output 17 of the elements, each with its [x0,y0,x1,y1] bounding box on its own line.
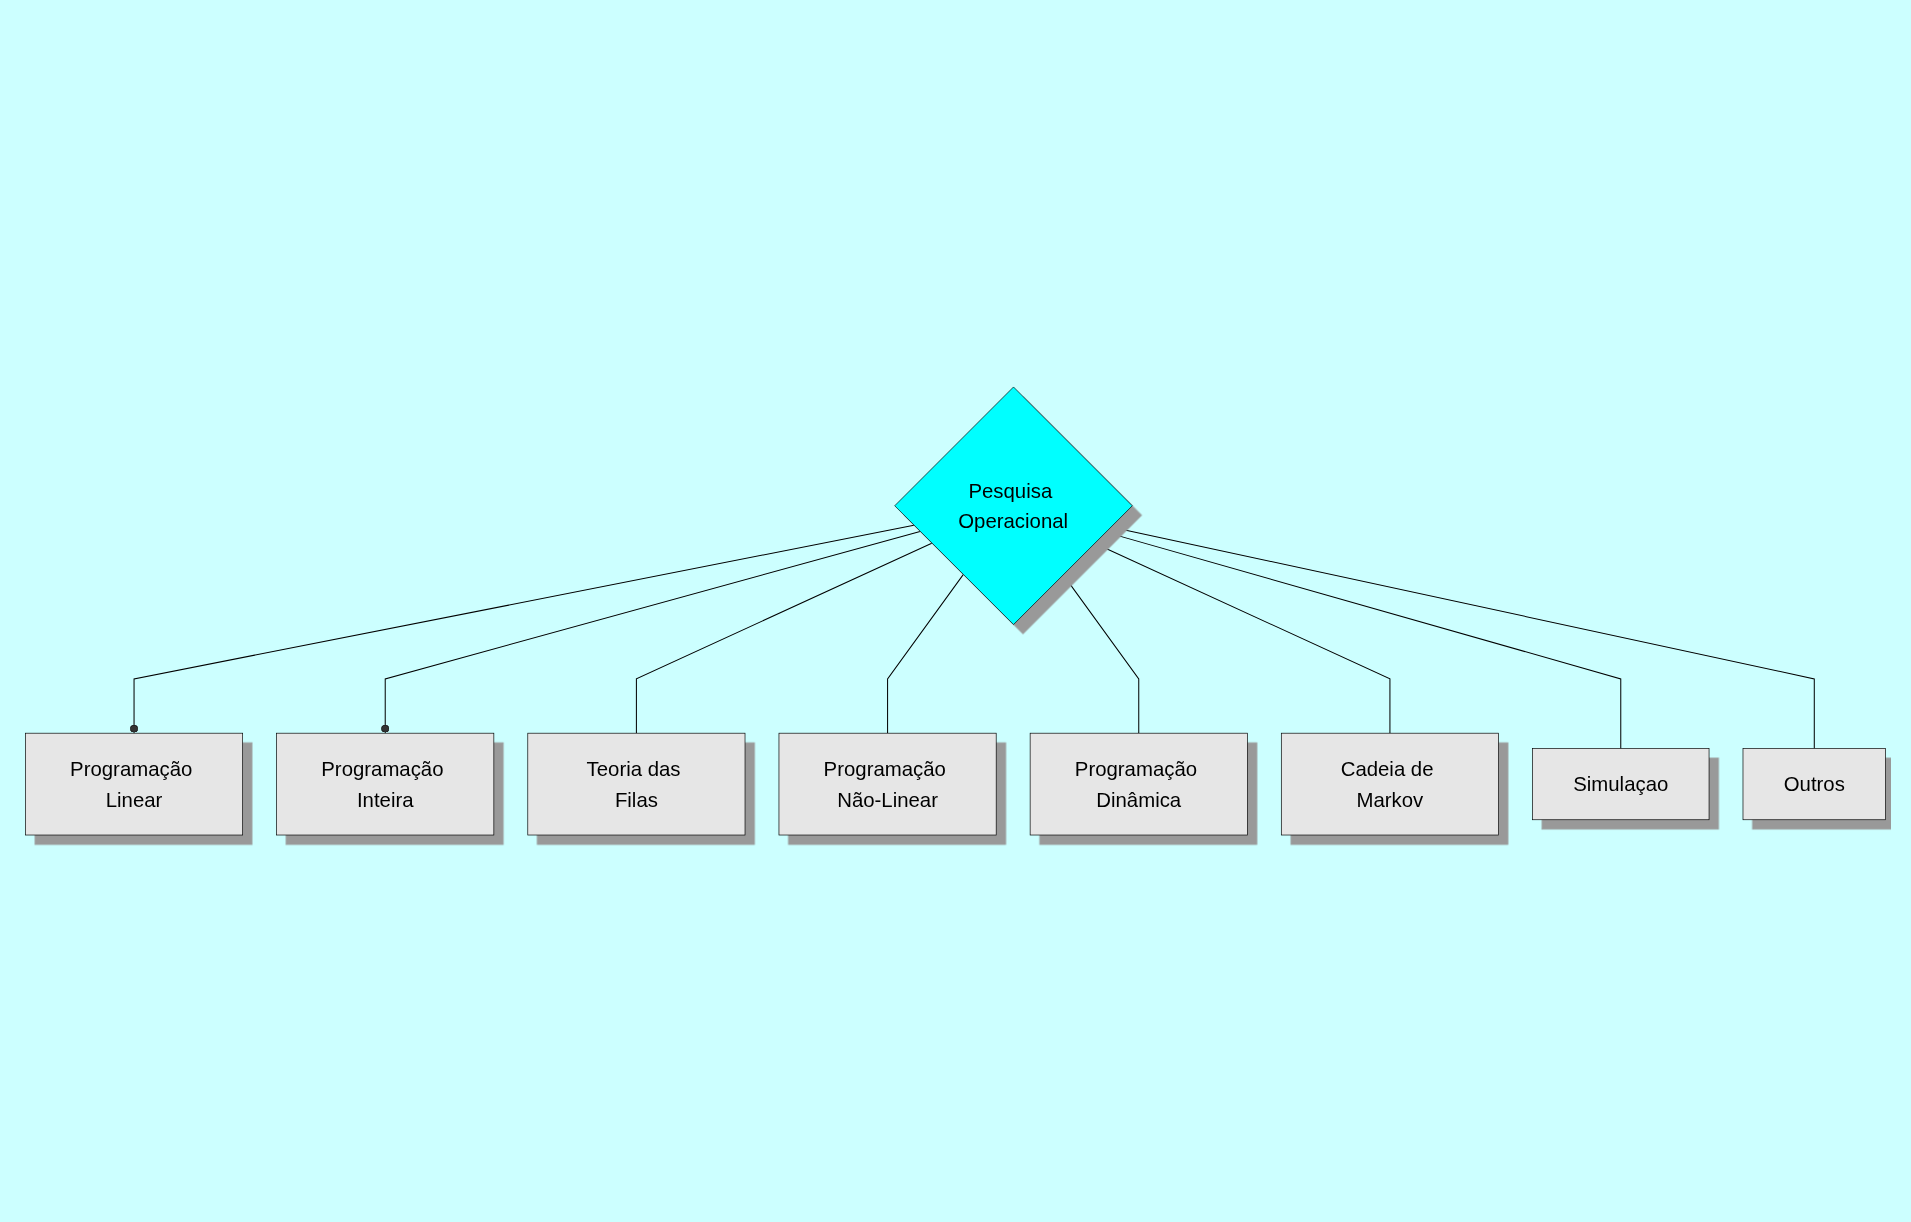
node-diamond: Pesquisa Operacional [894,386,1133,625]
node-box: Programação Não-Linear [778,732,997,836]
node-box: Simulaçao [1532,748,1710,821]
connector [129,524,915,734]
node-box: Outros [1742,748,1886,821]
connector [1110,526,1815,749]
node-box: Cadeia de Markov [1280,732,1499,836]
connector [1105,531,1622,749]
node-box: Programação Dinâmica [1029,732,1248,836]
connector [1094,542,1391,734]
connector [635,542,933,734]
node-box: Teoria das Filas [527,732,746,836]
node-box: Programação Inteira [276,732,495,836]
connector [381,530,921,734]
node-box: Programação Linear [25,732,243,836]
connector [1062,574,1140,734]
connector [887,574,964,734]
